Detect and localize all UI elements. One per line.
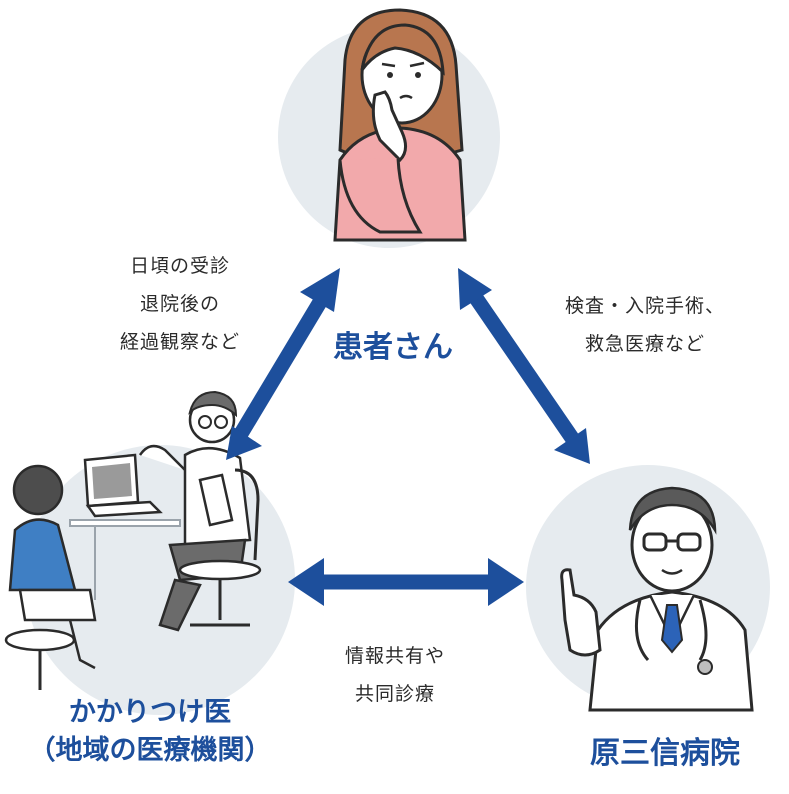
hospital-doctor-illustration [560,486,754,712]
gp-label-line2: （地域の医療機関） [28,735,272,766]
arrow-patient-gp [226,268,340,460]
arrow-patient-hospital [458,268,590,464]
gp-illustration [4,390,262,690]
gp-label-line1: かかりつけ医 [68,697,232,728]
hospital-label: 原三信病院 [590,736,740,771]
gp-label: かかりつけ医 （地域の医療機関） [0,694,300,770]
gp-hospital-note: 情報共有や 共同診療 [320,637,470,713]
note-line: 情報共有や [344,645,445,667]
patient-label: 患者さん [333,330,453,365]
note-line: 経過観察など [119,331,240,353]
note-line: 検査・入院手術、 [564,295,725,317]
note-line: 日頃の受診 [129,255,230,277]
note-line: 退院後の [139,293,220,315]
patient-gp-note: 日頃の受診 退院後の 経過観察など [100,247,260,361]
note-line: 救急医療など [584,333,705,355]
patient-illustration [333,8,467,242]
note-line: 共同診療 [354,683,435,705]
arrow-gp-hospital [288,558,524,606]
patient-hospital-note: 検査・入院手術、 救急医療など [530,287,760,363]
